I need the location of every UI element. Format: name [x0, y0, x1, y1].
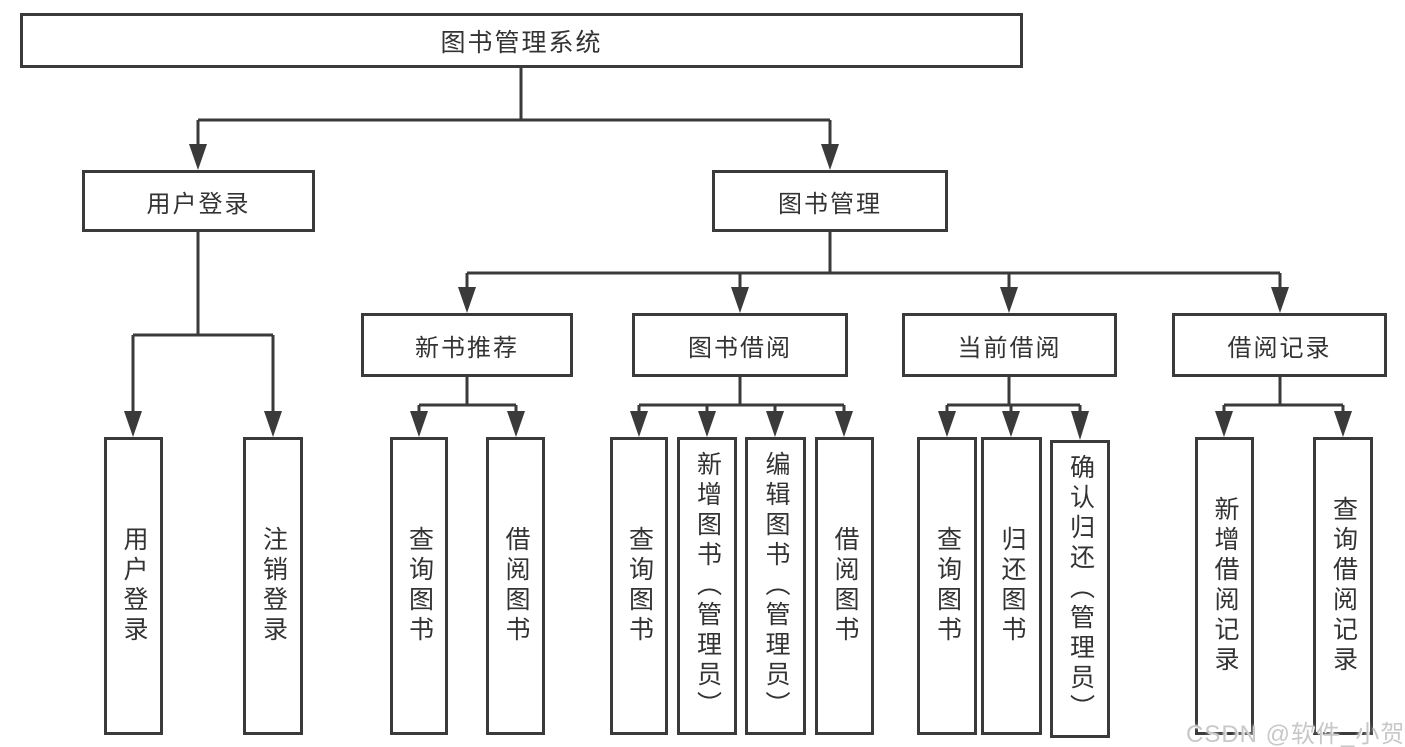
node-label: 查询图书	[405, 526, 434, 646]
leaf-edit-book-admin: 编辑图书（管理员）	[745, 437, 806, 735]
node-system-root: 图书管理系统	[20, 13, 1023, 68]
node-current-borrow: 当前借阅	[902, 313, 1117, 377]
leaf-borrow-book: 借阅图书	[815, 437, 874, 735]
node-label: 借阅记录	[1227, 334, 1332, 362]
arrowheads	[124, 144, 1352, 440]
node-borrow-records: 借阅记录	[1172, 313, 1387, 377]
node-label: 图书管理系统	[440, 28, 603, 57]
node-book-management-branch: 图书管理	[712, 170, 948, 232]
leaf-borrow-book-recommend: 借阅图书	[486, 437, 545, 735]
csdn-watermark: CSDN @软件_小贺同学	[1186, 721, 1405, 747]
node-label: 查询图书	[625, 526, 654, 646]
leaf-add-book-admin: 新增图书（管理员）	[677, 437, 737, 735]
node-label: 借阅图书	[831, 526, 859, 646]
node-label: 注销登录	[259, 526, 288, 646]
leaf-query-borrow-record: 查询借阅记录	[1313, 437, 1373, 735]
node-label: 确认归还（管理员）	[1066, 454, 1095, 724]
leaf-user-login: 用户登录	[104, 437, 163, 735]
node-label: 新书推荐	[415, 334, 519, 362]
leaf-query-books-recommend: 查询图书	[390, 437, 448, 735]
leaf-add-borrow-record: 新增借阅记录	[1195, 437, 1254, 735]
node-label: 图书管理	[778, 190, 882, 218]
leaf-query-books-current: 查询图书	[917, 437, 977, 735]
node-label: 借阅图书	[502, 526, 530, 646]
node-label: 查询借阅记录	[1329, 496, 1358, 676]
node-user-login-branch: 用户登录	[82, 170, 315, 232]
node-label: 新增图书（管理员）	[693, 451, 722, 721]
leaf-query-books-borrow: 查询图书	[610, 437, 668, 735]
node-label: 查询图书	[933, 526, 962, 646]
node-new-book-recommend: 新书推荐	[361, 313, 573, 377]
node-label: 用户登录	[146, 190, 251, 218]
node-label: 归还图书	[998, 526, 1026, 646]
node-label: 编辑图书（管理员）	[762, 451, 790, 721]
leaf-logout: 注销登录	[243, 437, 303, 735]
node-label: 用户登录	[120, 526, 148, 646]
node-label: 图书借阅	[688, 334, 792, 362]
leaf-return-book: 归还图书	[981, 437, 1042, 735]
node-label: 当前借阅	[957, 334, 1062, 362]
node-book-borrow: 图书借阅	[632, 313, 848, 377]
leaf-confirm-return-admin: 确认归还（管理员）	[1050, 440, 1110, 738]
node-label: 新增借阅记录	[1211, 496, 1239, 676]
